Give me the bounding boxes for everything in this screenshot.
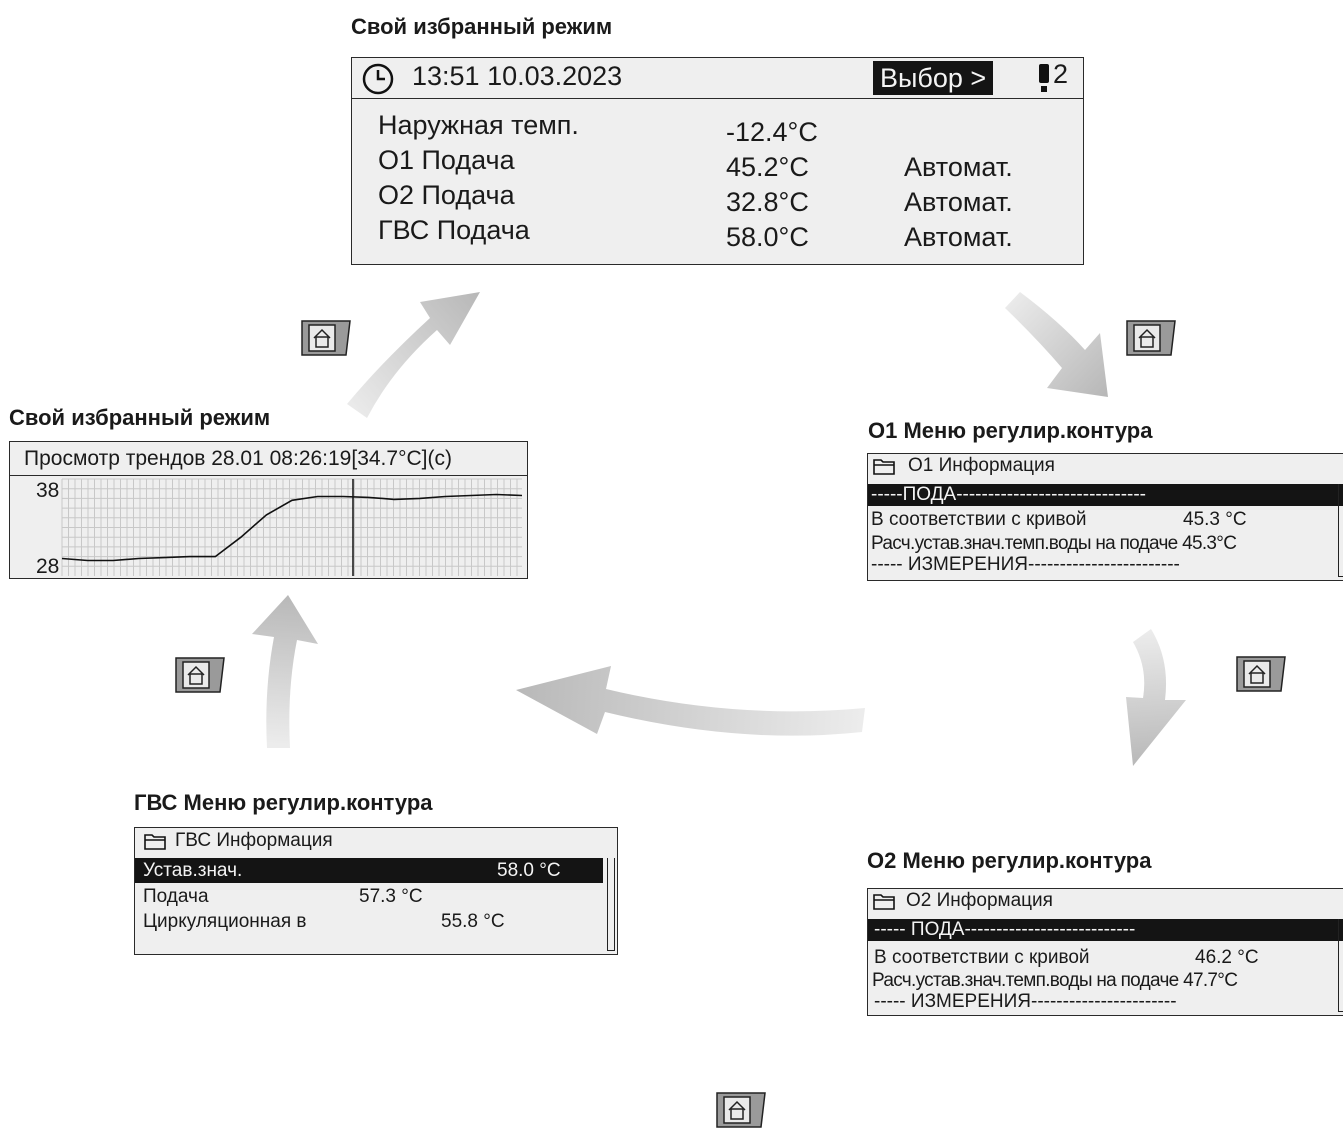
o1-section-supply[interactable]: -----ПОДА------------------------------ <box>868 484 1343 506</box>
o1-screen: О1 Информация -----ПОДА-----------------… <box>867 453 1343 581</box>
o2-section-measure[interactable]: ----- ИЗМЕРЕНИЯ----------------------- <box>874 991 1177 1012</box>
trend-screen: Просмотр трендов 28.01 08:26:19[34.7°C](… <box>9 441 528 579</box>
gvs-supply-mode: Автомат. <box>904 222 1013 252</box>
home-button[interactable] <box>716 1092 766 1128</box>
o2-supply-label[interactable]: О2 Подача <box>378 180 515 210</box>
clock-icon <box>362 63 394 95</box>
arrow-gvs-to-trend <box>252 595 318 748</box>
main-screen: 13:51 10.03.2023 Выбор > 2 Наружная темп… <box>351 57 1084 265</box>
outdoor-temp-value: -12.4°C <box>726 117 818 147</box>
alarm-count: 2 <box>1053 59 1069 89</box>
o2-curve-row[interactable]: В соответствии с кривой 46.2 °C <box>868 947 1343 969</box>
main-header: 13:51 10.03.2023 Выбор > 2 <box>352 58 1083 99</box>
o2-screen-title: О2 Меню регулир.контура <box>867 848 1152 873</box>
arrow-main-to-o1 <box>1005 292 1108 397</box>
datetime: 13:51 10.03.2023 <box>412 61 623 91</box>
gvs-setpoint-label: Устав.знач. <box>143 860 243 881</box>
trend-chart <box>61 478 523 576</box>
o2-screen: О2 Информация ----- ПОДА----------------… <box>867 888 1343 1016</box>
home-button[interactable] <box>175 657 225 693</box>
o1-section-measure[interactable]: ----- ИЗМЕРЕНИЯ------------------------ <box>871 554 1180 575</box>
o2-supply-mode: Автомат. <box>904 187 1013 217</box>
gvs-circulation-value: 55.8 °C <box>441 911 505 932</box>
o1-curve-row[interactable]: В соответствии с кривой 45.3 °C <box>868 509 1343 531</box>
folder-icon <box>144 834 166 850</box>
trend-header: Просмотр трендов 28.01 08:26:19[34.7°C](… <box>10 442 527 476</box>
o1-scrollbar[interactable] <box>1338 484 1343 577</box>
gvs-screen-title: ГВС Меню регулир.контура <box>134 790 433 815</box>
gvs-setpoint-row[interactable]: Устав.знач. 58.0 °C <box>135 858 603 883</box>
gvs-supply-row-label: Подача <box>143 886 209 907</box>
trend-screen-title: Свой избранный режим <box>9 405 271 430</box>
o2-header: О2 Информация <box>868 890 1343 912</box>
o1-header-label: О1 Информация <box>908 455 1055 476</box>
gvs-header: ГВС Информация <box>135 830 617 852</box>
y-min-label: 28 <box>36 555 60 578</box>
gvs-supply-row[interactable]: Подача 57.3 °C <box>135 886 617 908</box>
folder-icon <box>873 894 895 910</box>
arrow-o2-to-gvs <box>516 666 865 736</box>
o1-curve-value: 45.3 °C <box>1183 509 1247 530</box>
o2-calc-row[interactable]: Расч.устав.знач.темп.воды на подаче 47.7… <box>872 970 1238 991</box>
home-button[interactable] <box>1126 320 1176 356</box>
gvs-circulation-label: Циркуляционная в <box>143 911 307 932</box>
alarm-icon[interactable] <box>1037 63 1051 93</box>
o2-curve-label: В соответствии с кривой <box>874 947 1090 968</box>
gvs-scrollbar[interactable] <box>607 858 615 951</box>
o1-supply-value: 45.2°C <box>726 152 809 182</box>
gvs-circulation-row[interactable]: Циркуляционная в 55.8 °C <box>135 911 617 933</box>
o2-curve-value: 46.2 °C <box>1195 947 1259 968</box>
arrow-o1-to-o2 <box>1126 629 1186 766</box>
o2-scrollbar[interactable] <box>1338 919 1343 1012</box>
gvs-supply-label[interactable]: ГВС Подача <box>378 215 530 245</box>
home-button[interactable] <box>1236 656 1286 692</box>
o1-calc-row[interactable]: Расч.устав.знач.темп.воды на подаче 45.3… <box>871 533 1237 554</box>
o2-section-supply[interactable]: ----- ПОДА--------------------------- <box>868 919 1343 941</box>
o1-supply-mode: Автомат. <box>904 152 1013 182</box>
folder-icon <box>873 459 895 475</box>
home-button[interactable] <box>301 320 351 356</box>
outdoor-temp-label: Наружная темп. <box>378 110 579 140</box>
trend-grid <box>61 478 522 576</box>
gvs-supply-row-value: 57.3 °C <box>359 886 423 907</box>
gvs-setpoint-value: 58.0 °C <box>497 860 561 881</box>
y-max-label: 38 <box>36 479 60 502</box>
main-screen-title: Свой избранный режим <box>351 14 613 39</box>
gvs-header-label: ГВС Информация <box>175 830 333 851</box>
o2-header-label: О2 Информация <box>906 890 1053 911</box>
o2-supply-value: 32.8°C <box>726 187 809 217</box>
o1-screen-title: О1 Меню регулир.контура <box>868 418 1153 443</box>
select-button[interactable]: Выбор > <box>873 61 994 95</box>
arrow-trend-to-main <box>347 292 480 418</box>
gvs-screen: ГВС Информация Устав.знач. 58.0 °C Подач… <box>134 827 618 955</box>
o1-header: О1 Информация <box>868 455 1343 477</box>
o1-curve-label: В соответствии с кривой <box>871 509 1087 530</box>
o1-supply-label[interactable]: О1 Подача <box>378 145 515 175</box>
trend-line <box>61 493 523 562</box>
gvs-supply-value: 58.0°C <box>726 222 809 252</box>
